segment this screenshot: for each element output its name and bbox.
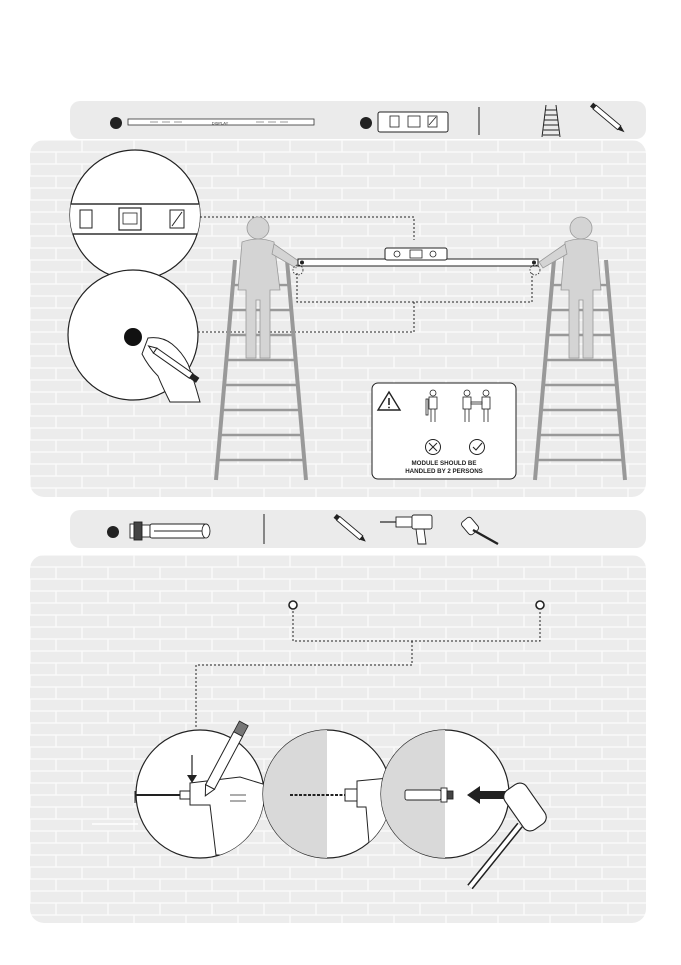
- step2-illustration: [30, 555, 646, 923]
- cross-icon: [426, 440, 441, 455]
- parts-bar-step1: DISPLAY: [70, 101, 646, 139]
- ladder-icon: [542, 105, 560, 137]
- pencil-icon: [590, 103, 626, 134]
- step1-illustration: MODULE SHOULD BE HANDLED BY 2 PERSONS: [30, 140, 646, 497]
- spirit-level-icon: [378, 112, 448, 132]
- check-icon: [470, 440, 485, 455]
- drill-mark: [124, 328, 142, 346]
- drill-icon: [380, 515, 432, 544]
- warning-box: MODULE SHOULD BE HANDLED BY 2 PERSONS: [372, 383, 516, 479]
- level-bar-marking: DISPLAY: [212, 121, 229, 126]
- parts-bar-step2-drawing: [70, 510, 646, 548]
- marking-closeup-circle: [68, 270, 200, 402]
- warning-text-line1: MODULE SHOULD BE: [412, 460, 477, 467]
- level-bar-icon: DISPLAY: [128, 119, 314, 126]
- anchor-bolt-icon: [130, 522, 210, 540]
- part-number-marker: [107, 526, 119, 538]
- parts-bar-step1-drawing: DISPLAY: [70, 101, 646, 139]
- warning-text-line2: HANDLED BY 2 PERSONS: [405, 468, 483, 475]
- mallet-icon: [460, 516, 498, 544]
- pencil-icon: [334, 514, 368, 544]
- drill-mark: [289, 601, 297, 609]
- anchor-bolt-icon: [405, 788, 453, 802]
- step2-panel: [30, 555, 646, 923]
- part-number-marker: [110, 117, 122, 129]
- part-number-marker: [360, 117, 372, 129]
- spirit-level-on-bar: [385, 248, 447, 260]
- drill-mark: [536, 601, 544, 609]
- step1-panel: MODULE SHOULD BE HANDLED BY 2 PERSONS: [30, 140, 646, 497]
- parts-bar-step2: [70, 510, 646, 548]
